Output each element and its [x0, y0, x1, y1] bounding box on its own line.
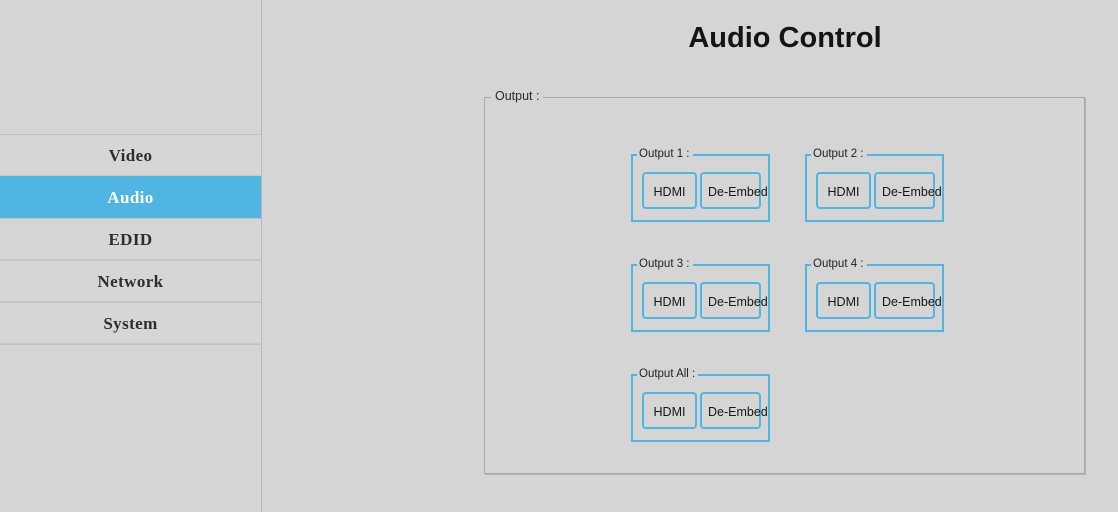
- output-all-legend: Output All :: [637, 367, 699, 381]
- output-4-legend: Output 4 :: [811, 257, 867, 271]
- sidebar-item-label-network: Network: [97, 272, 164, 291]
- output-2-legend: Output 2 :: [811, 147, 867, 161]
- output-1-hdmi-button[interactable]: HDMI: [642, 172, 697, 209]
- sidebar-divider: [0, 344, 261, 345]
- sidebar-item-system[interactable]: System: [0, 302, 261, 344]
- output-4-deembed-button[interactable]: De-Embed: [874, 282, 942, 319]
- output-all-deembed-button[interactable]: De-Embed: [700, 392, 768, 429]
- output-1-legend: Output 1 :: [637, 147, 693, 161]
- output-1-deembed-button[interactable]: De-Embed: [700, 172, 768, 209]
- output-4-button-row: HDMI De-Embed: [816, 282, 942, 319]
- output-4-hdmi-button[interactable]: HDMI: [816, 282, 871, 319]
- output-2-hdmi-button[interactable]: HDMI: [816, 172, 871, 209]
- sidebar-item-label-video: Video: [108, 146, 153, 165]
- output-3-group: Output 3 : HDMI De-Embed: [631, 257, 770, 332]
- page-title: Audio Control: [688, 22, 882, 54]
- sidebar-item-network[interactable]: Network: [0, 260, 261, 302]
- output-panel-legend: Output :: [491, 89, 544, 103]
- sidebar-item-edid[interactable]: EDID: [0, 218, 261, 260]
- output-all-hdmi-button[interactable]: HDMI: [642, 392, 697, 429]
- output-2-deembed-button[interactable]: De-Embed: [874, 172, 942, 209]
- output-4-group: Output 4 : HDMI De-Embed: [805, 257, 944, 332]
- output-panel: Output : Output 1 : HDMI De-Embed Output…: [484, 89, 1085, 474]
- main-content: Audio Control Output : Output 1 : HDMI D…: [263, 0, 1118, 512]
- output-2-group: Output 2 : HDMI De-Embed: [805, 147, 944, 222]
- output-3-button-row: HDMI De-Embed: [642, 282, 768, 319]
- output-3-deembed-button[interactable]: De-Embed: [700, 282, 768, 319]
- sidebar-item-video[interactable]: Video: [0, 134, 261, 176]
- sidebar-item-label-system: System: [103, 314, 158, 333]
- sidebar-item-audio[interactable]: Audio: [0, 176, 261, 218]
- sidebar-top-spacer: [0, 0, 261, 134]
- output-1-group: Output 1 : HDMI De-Embed: [631, 147, 770, 222]
- output-3-hdmi-button[interactable]: HDMI: [642, 282, 697, 319]
- sidebar-item-label-audio: Audio: [107, 188, 154, 207]
- page-title-wrapper: Audio Control: [484, 22, 1086, 55]
- output-2-button-row: HDMI De-Embed: [816, 172, 942, 209]
- output-1-button-row: HDMI De-Embed: [642, 172, 768, 209]
- output-3-legend: Output 3 :: [637, 257, 693, 271]
- sidebar-item-label-edid: EDID: [108, 230, 153, 249]
- output-all-button-row: HDMI De-Embed: [642, 392, 768, 429]
- output-all-group: Output All : HDMI De-Embed: [631, 367, 770, 442]
- sidebar-nav: Video Audio EDID Network System: [0, 0, 262, 512]
